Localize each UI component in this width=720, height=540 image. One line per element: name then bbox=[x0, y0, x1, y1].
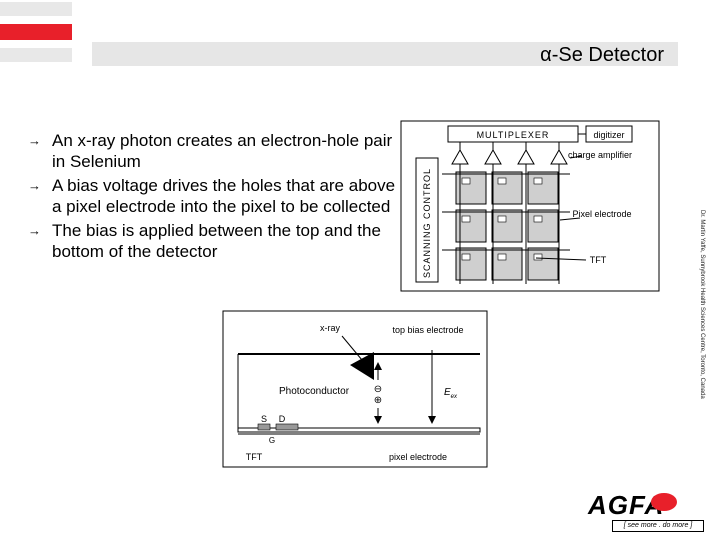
image-credit: Dr. Martin Yaffe, Sunnybrook Health Scie… bbox=[660, 210, 710, 480]
leader-line bbox=[535, 257, 587, 261]
hole-arrow-head bbox=[374, 416, 382, 424]
agfa-logo: AGFA [ see more . do more ] bbox=[588, 490, 708, 534]
bullet-text: A bias voltage drives the holes that are… bbox=[52, 176, 396, 216]
slide-title: α-Se Detector bbox=[540, 44, 664, 66]
diagram-frame bbox=[222, 310, 488, 468]
arrow-icon: → bbox=[28, 178, 41, 193]
digitizer-label: digitizer bbox=[593, 130, 624, 140]
drain-contact bbox=[275, 423, 299, 431]
tft-label: TFT bbox=[590, 255, 607, 265]
bullet-item: → A bias voltage drives the holes that ar… bbox=[28, 175, 398, 217]
logo-tagline: [ see more . do more ] bbox=[612, 520, 704, 532]
source-label: S bbox=[261, 414, 267, 424]
bullet-list: → An x-ray photon creates an electron-hol… bbox=[28, 130, 398, 265]
bullet-item: → An x-ray photon creates an electron-hol… bbox=[28, 130, 398, 172]
minus-charge-icon: ⊖ bbox=[374, 384, 382, 395]
pixel-electrode-layer bbox=[237, 427, 481, 433]
field-label: Eex bbox=[444, 387, 458, 400]
xray-label: x-ray bbox=[320, 323, 340, 333]
credit-text: Dr. Martin Yaffe, Sunnybrook Health Scie… bbox=[699, 210, 705, 399]
pixel-electrode-label: pixel electrode bbox=[389, 452, 447, 462]
electron-arrow-head bbox=[374, 362, 382, 370]
pixel-electrode-label: Pixel electrode bbox=[572, 209, 631, 219]
tft-label: TFT bbox=[246, 452, 263, 462]
drain-label: D bbox=[279, 414, 286, 424]
pixel-grid bbox=[442, 164, 570, 284]
bullet-text: An x-ray photon creates an electron-hole… bbox=[52, 131, 393, 171]
leader-line bbox=[569, 155, 583, 159]
decor-stripe-red bbox=[0, 24, 72, 40]
xray-arrow bbox=[341, 335, 363, 361]
logo-mark-icon bbox=[651, 493, 677, 511]
top-bias-label: top bias electrode bbox=[392, 325, 463, 335]
scanning-control-label: SCANNING CONTROL bbox=[422, 168, 432, 278]
multiplexer-label: MULTIPLEXER bbox=[477, 130, 550, 140]
arrow-icon: → bbox=[28, 223, 41, 238]
source-contact bbox=[257, 423, 271, 431]
decor-stripe-top bbox=[0, 2, 72, 16]
logo-text: AGFA bbox=[588, 490, 665, 520]
bullet-item: → The bias is applied between the top and… bbox=[28, 220, 398, 262]
bullet-text: The bias is applied between the top and … bbox=[52, 221, 381, 261]
photoconductor-label: Photoconductor bbox=[279, 386, 350, 397]
xray-wedge-icon bbox=[350, 352, 374, 380]
arrow-icon: → bbox=[28, 133, 41, 148]
scanning-control-box bbox=[415, 157, 439, 283]
cross-section-diagram: x-ray top bias electrode Photoconductor … bbox=[222, 310, 488, 468]
plus-charge-icon: ⊕ bbox=[374, 395, 382, 406]
charge-amplifier-label: charge amplifier bbox=[568, 150, 632, 160]
decor-stripe-bottom bbox=[0, 48, 72, 62]
gate-label: G bbox=[269, 436, 275, 445]
leader-line bbox=[559, 217, 581, 221]
field-arrow-head bbox=[428, 416, 436, 424]
detector-array-diagram: SCANNING CONTROL MULTIPLEXER digitizer c… bbox=[400, 120, 660, 292]
title-bar: α-Se Detector bbox=[92, 42, 678, 66]
